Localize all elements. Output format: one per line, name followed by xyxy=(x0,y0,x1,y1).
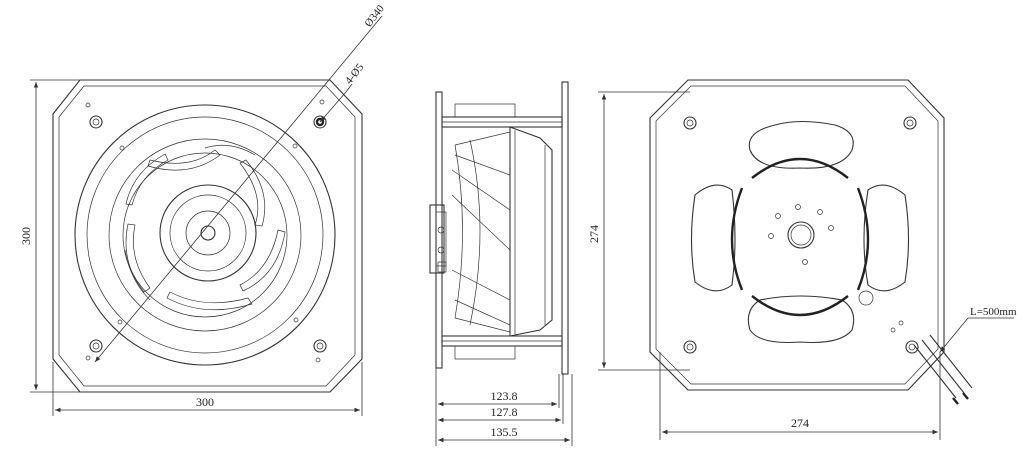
holes-leader xyxy=(319,91,347,123)
rear-hub-bolts xyxy=(768,204,834,265)
side-top-bracket xyxy=(441,103,563,128)
motor-hub-ring xyxy=(169,194,247,272)
side-bottom-bracket xyxy=(441,335,563,360)
motor-hub-outer xyxy=(159,184,257,282)
cable-leader xyxy=(939,317,969,353)
side-blades xyxy=(451,131,511,333)
motor-hub-inner xyxy=(185,210,231,256)
impeller-blades xyxy=(124,144,286,311)
front-outer-ring xyxy=(74,104,336,366)
front-width-label: 300 xyxy=(196,395,214,409)
front-rivets xyxy=(85,99,325,363)
side-view: 123.8 127.8 135.5 xyxy=(429,81,573,446)
motor-shaft xyxy=(200,225,216,241)
rear-housing-inner-outline xyxy=(655,85,939,385)
side-depth-2-label: 127.8 xyxy=(491,405,518,419)
front-housing-inner-outline xyxy=(58,85,356,387)
rear-cable xyxy=(913,334,973,405)
rear-housing-outline xyxy=(649,79,945,391)
rear-height-label: 274 xyxy=(587,225,601,243)
front-view: 300 300 Ø340 4-Ø5 xyxy=(19,2,387,416)
holes-label: 4-Ø5 xyxy=(343,61,367,87)
rear-mounting-holes xyxy=(683,116,919,354)
rear-impeller-arcs xyxy=(730,157,870,317)
rear-openings xyxy=(690,120,910,344)
diameter-leader xyxy=(94,27,373,363)
side-depth-3-label: 135.5 xyxy=(491,425,518,439)
front-housing-outline xyxy=(52,79,363,393)
side-rear-flange xyxy=(561,81,569,375)
front-height-label: 300 xyxy=(19,227,33,245)
front-ring-3 xyxy=(108,138,302,332)
rear-view: L=500mm 274 274 xyxy=(587,79,1017,440)
side-motor xyxy=(429,204,445,274)
front-ring-4 xyxy=(122,152,288,318)
diameter-label: Ø340 xyxy=(362,2,387,29)
rear-small-boss xyxy=(858,290,874,306)
front-ring-2 xyxy=(86,116,324,354)
side-front-flange xyxy=(435,91,443,369)
side-depth-1-label: 123.8 xyxy=(491,389,518,403)
front-mounting-holes xyxy=(89,115,327,353)
cable-label: L=500mm xyxy=(970,306,1017,318)
side-impeller-body xyxy=(509,126,553,337)
rear-width-label: 274 xyxy=(791,416,809,430)
rear-hub xyxy=(787,221,815,249)
